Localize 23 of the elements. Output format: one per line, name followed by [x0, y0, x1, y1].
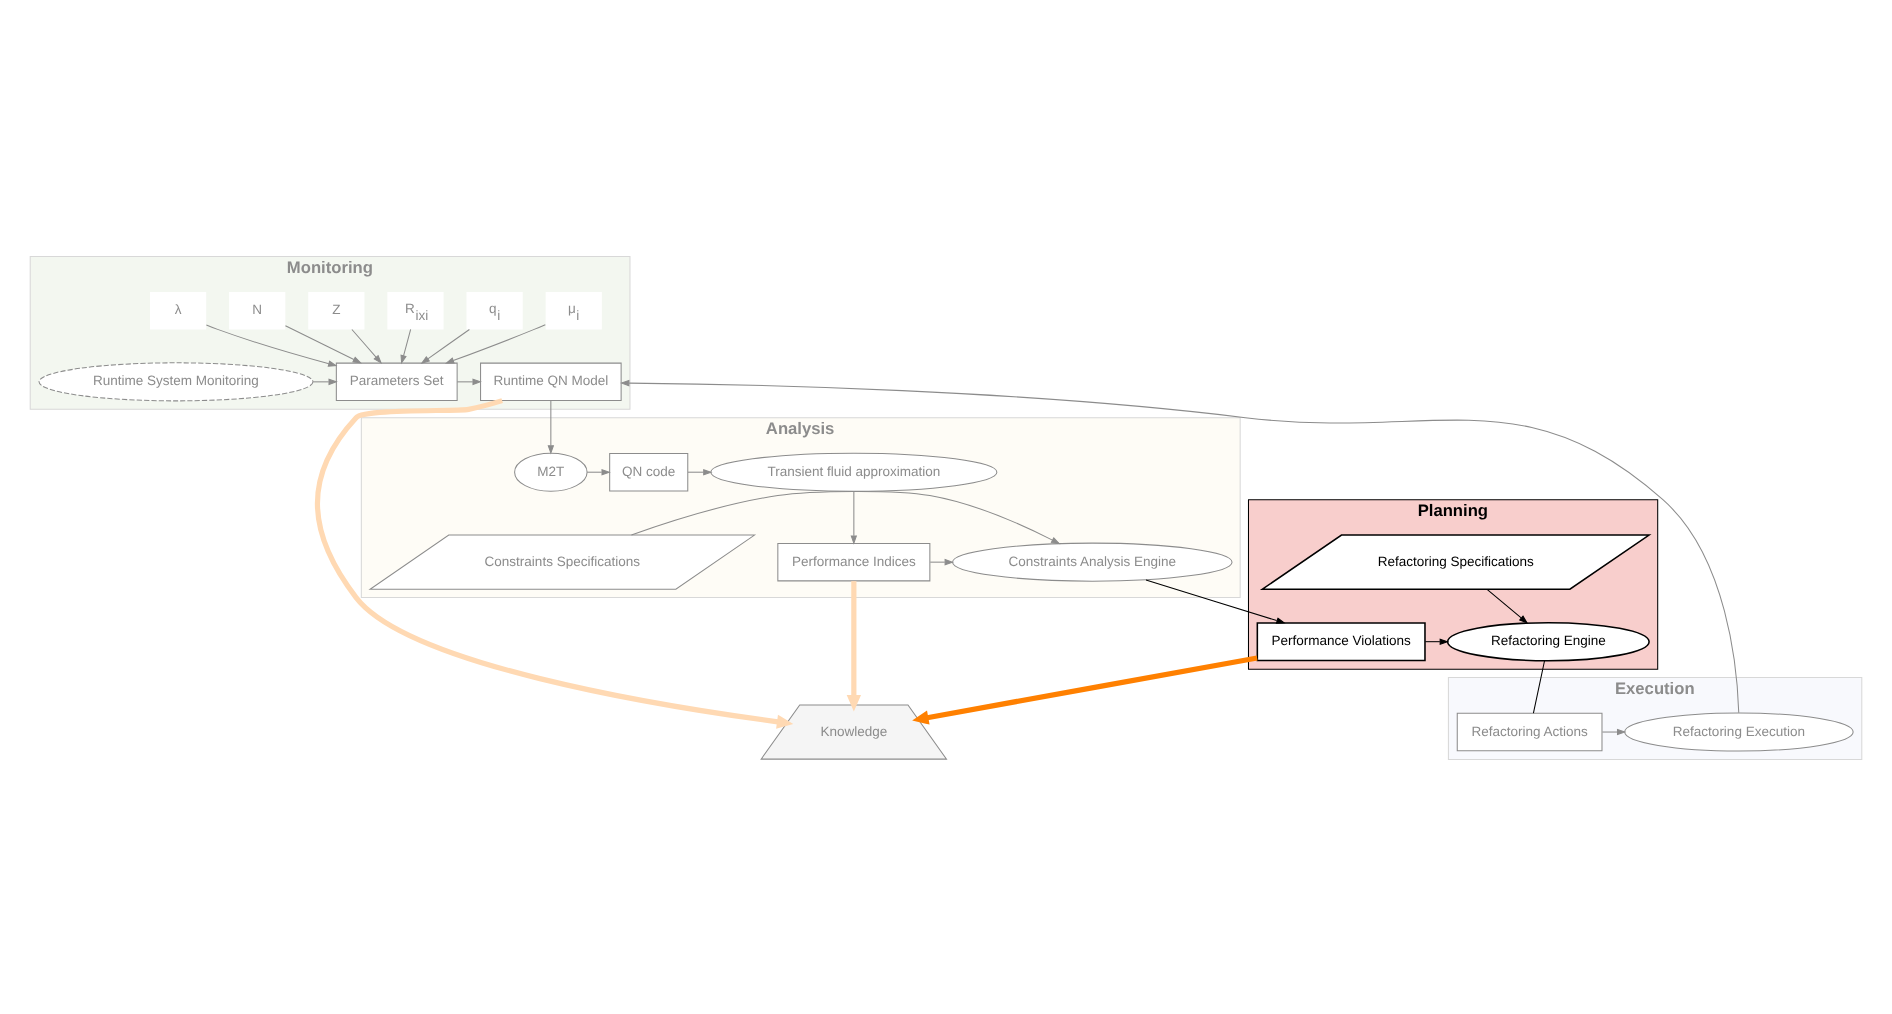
arrow [351, 327, 383, 363]
arrow [420, 327, 470, 363]
arrow [912, 654, 1258, 724]
arrow [456, 377, 482, 385]
arrow [284, 324, 362, 363]
arrow [400, 327, 412, 364]
arrow [620, 378, 1740, 713]
arrow [1424, 637, 1449, 644]
arrow [444, 323, 546, 363]
arrow [846, 580, 862, 711]
arrow [547, 399, 555, 454]
arrow [1145, 578, 1286, 623]
arrow [312, 377, 338, 385]
arrow [630, 489, 1061, 544]
arrow [929, 557, 954, 565]
arrow [1486, 587, 1529, 623]
arrow [205, 323, 338, 366]
arrow [850, 489, 858, 544]
arrow [687, 467, 713, 475]
arrow [1601, 727, 1627, 735]
arrow [315, 397, 794, 728]
connector [1532, 659, 1545, 713]
arrow [586, 467, 611, 475]
